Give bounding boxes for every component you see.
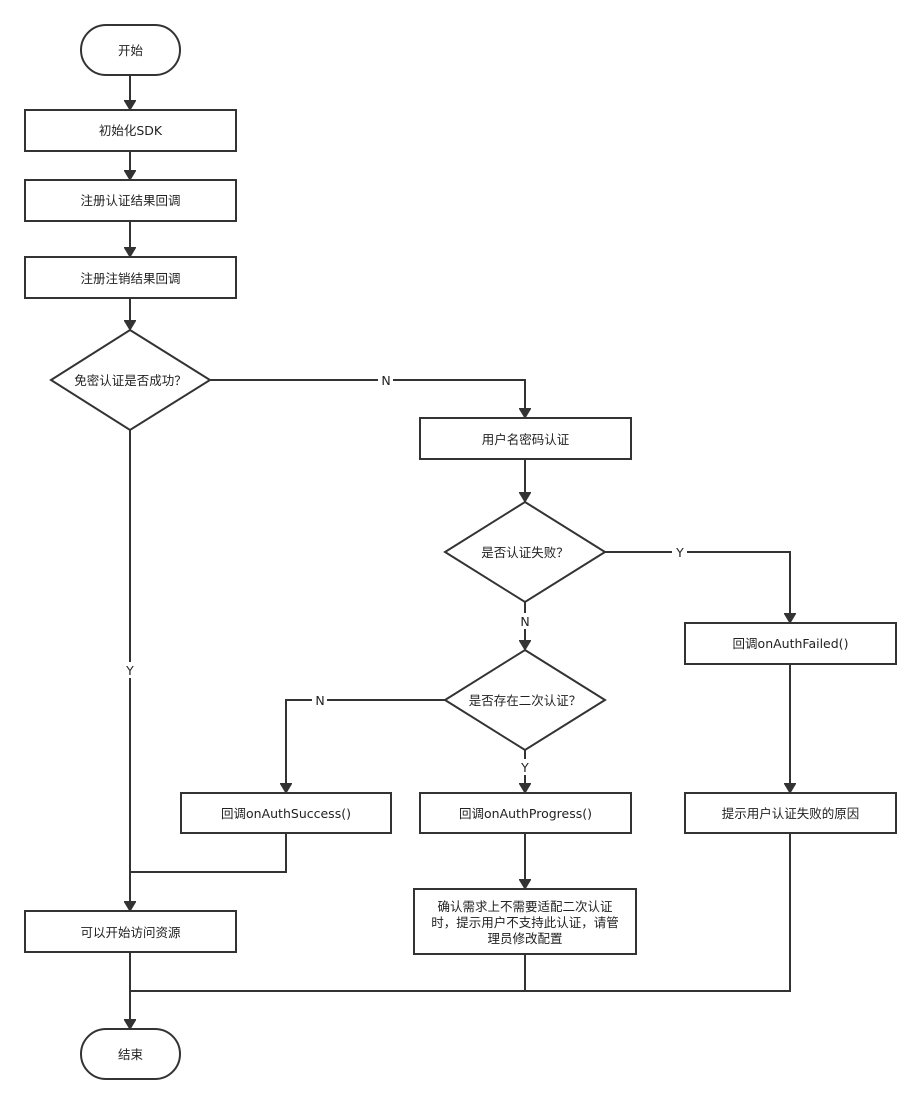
label-second-yes: Y xyxy=(520,760,529,775)
hint-failure-reason-node: 提示用户认证失败的原因 xyxy=(684,792,897,834)
register-auth-callback-label: 注册认证结果回调 xyxy=(80,193,180,208)
label-second-no: N xyxy=(315,693,324,708)
callback-auth-progress-label: 回调onAuthProgress() xyxy=(459,806,592,821)
access-resources-label: 可以开始访问资源 xyxy=(80,925,181,940)
note-line-1: 确认需求上不需要适配二次认证 xyxy=(437,899,613,914)
init-sdk-label: 初始化SDK xyxy=(99,123,163,138)
password-auth-label: 用户名密码认证 xyxy=(482,432,570,447)
init-sdk-node: 初始化SDK xyxy=(24,109,237,152)
auth-failed-decision: 是否认证失败？ xyxy=(443,500,607,604)
note-line-3: 理员修改配置 xyxy=(487,931,562,946)
auth-failed-question: 是否认证失败？ xyxy=(481,545,569,560)
edge-hint-to-end xyxy=(130,834,791,1028)
label-sso-yes: Y xyxy=(125,663,134,678)
edge-qfail-yes xyxy=(605,551,790,622)
hint-failure-reason-label: 提示用户认证失败的原因 xyxy=(722,806,860,821)
access-resources-node: 可以开始访问资源 xyxy=(24,910,237,953)
end-label: 结束 xyxy=(118,1047,144,1062)
end-node: 结束 xyxy=(80,1028,181,1080)
label-fail-yes: Y xyxy=(675,545,684,560)
label-sso-no: N xyxy=(381,373,390,388)
start-node: 开始 xyxy=(80,24,181,76)
nodes: 开始 初始化SDK 注册认证结果回调 注册注销结果回调 免密认证是否成功？ 用户… xyxy=(24,24,897,1080)
edge-qsso-no xyxy=(210,379,525,417)
password-auth-node: 用户名密码认证 xyxy=(419,417,632,460)
register-logout-callback-label: 注册注销结果回调 xyxy=(80,271,180,286)
callback-auth-success-label: 回调onAuthSuccess() xyxy=(221,806,351,821)
callback-auth-success-node: 回调onAuthSuccess() xyxy=(180,792,392,834)
unsupported-second-auth-note: 确认需求上不需要适配二次认证 时，提示用户不支持此认证，请管 理员修改配置 xyxy=(413,888,637,955)
callback-auth-failed-node: 回调onAuthFailed() xyxy=(684,622,897,665)
label-fail-no: N xyxy=(520,614,529,629)
callback-auth-progress-node: 回调onAuthProgress() xyxy=(419,792,632,834)
register-logout-callback-node: 注册注销结果回调 xyxy=(24,256,237,299)
edge-qsecond-no xyxy=(286,699,445,792)
sso-success-decision: 免密认证是否成功？ xyxy=(49,328,212,432)
register-auth-callback-node: 注册认证结果回调 xyxy=(24,179,237,222)
callback-auth-failed-label: 回调onAuthFailed() xyxy=(733,636,849,651)
second-auth-decision: 是否存在二次认证？ xyxy=(443,648,607,752)
edge-success-to-access xyxy=(130,834,287,910)
second-auth-question: 是否存在二次认证？ xyxy=(469,693,582,708)
note-line-2: 时，提示用户不支持此认证，请管 xyxy=(431,915,619,930)
sso-success-question: 免密认证是否成功？ xyxy=(74,373,187,388)
edge-labels: N Y Y N N Y xyxy=(123,372,687,775)
start-label: 开始 xyxy=(118,43,144,58)
